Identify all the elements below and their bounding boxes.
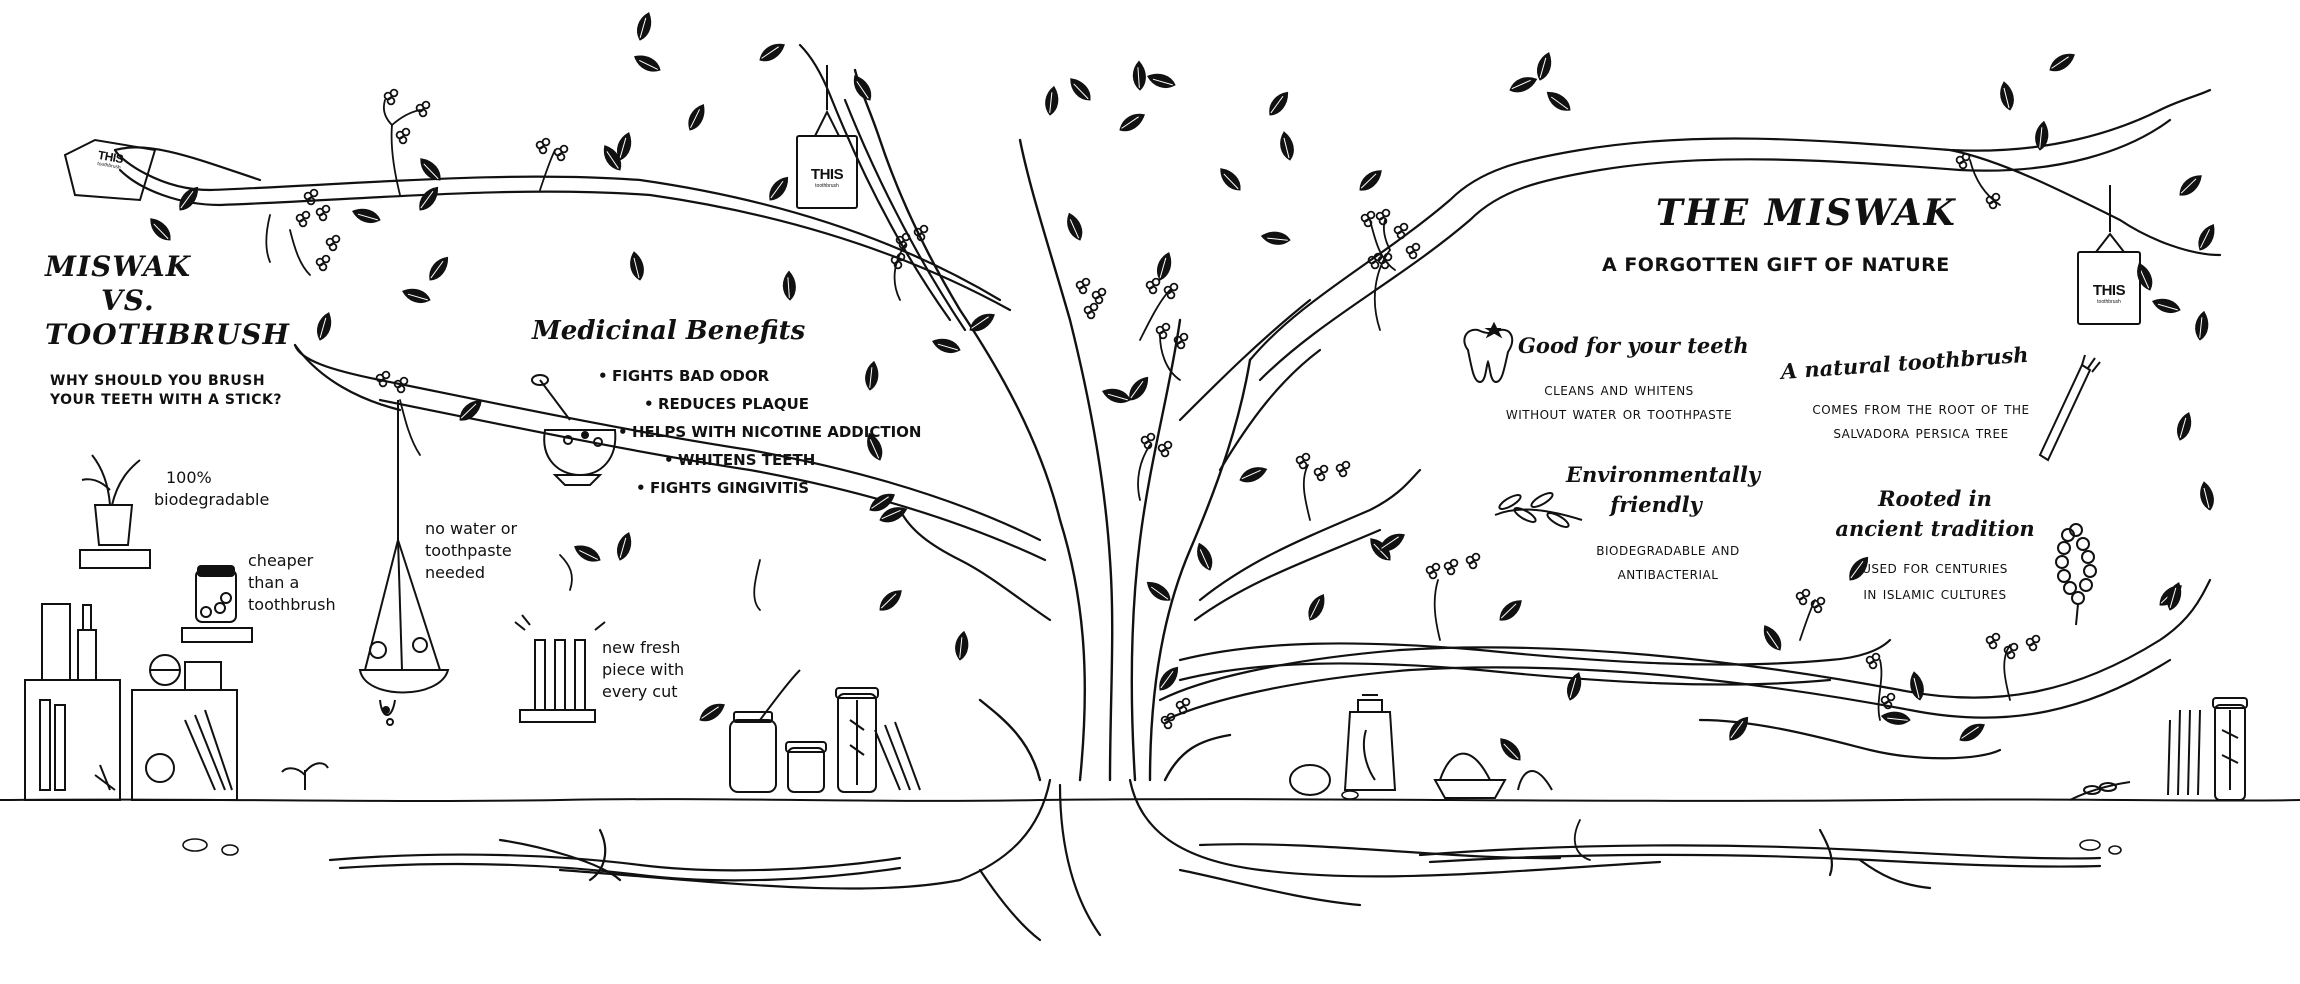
fact-fresh-piece-line-2: piece with xyxy=(602,660,685,679)
medicinal-title: Medicinal Benefits xyxy=(532,316,806,346)
fact-no-water-line-3: needed xyxy=(425,563,485,582)
jars-center-icon xyxy=(729,669,921,793)
fact-fresh-piece: new fresh piece with every cut xyxy=(602,637,684,703)
feature-body-tradition-line-1: used for centuries xyxy=(1862,558,2008,578)
medicinal-item: FIGHTS GINGIVITIS xyxy=(636,474,921,502)
left-title: MISWAK VS. TOOTHBRUSH xyxy=(45,250,290,352)
feature-body-tradition: used for centuries in islamic cultures xyxy=(1850,555,2020,607)
fact-no-water-line-1: no water or xyxy=(425,519,518,538)
fact-no-water-line-2: toothpaste xyxy=(425,541,512,560)
left-subtitle-line-1: WHY SHOULD YOU BRUSH xyxy=(50,373,266,389)
fact-cheaper-line-1: cheaper xyxy=(248,551,314,570)
shelf-cabinets-icon xyxy=(24,603,238,801)
jar-icon xyxy=(181,565,253,643)
feature-body-tradition-line-2: in islamic cultures xyxy=(1863,584,2007,604)
fact-fresh-piece-line-3: every cut xyxy=(602,682,678,701)
feature-body-eco: biodegradable and antibacterial xyxy=(1568,538,1768,586)
feature-body-toothbrush: comes from the root of the salvadora per… xyxy=(1796,397,2046,445)
tag-icon-center xyxy=(796,65,858,209)
medicinal-item: HELPS WITH NICOTINE ADDICTION xyxy=(618,418,921,446)
tag-center-label: THIS xyxy=(810,166,844,183)
hanging-planter-icon xyxy=(358,400,450,726)
miswak-sticks-icon xyxy=(514,614,606,723)
fact-no-water: no water or toothpaste needed xyxy=(425,518,517,584)
pebbles xyxy=(182,790,2122,856)
feature-title-eco-line-1: Environmentally xyxy=(1565,462,1761,487)
tag-right: THIS toothbrush xyxy=(2078,282,2140,306)
tooth-icon xyxy=(1463,321,1514,384)
tag-icon-left xyxy=(63,138,157,202)
left-title-line-3: TOOTHBRUSH xyxy=(45,318,290,351)
potted-plant-icon xyxy=(79,454,151,569)
tag-right-label: THIS xyxy=(2092,282,2126,299)
feature-body-eco-line-1: biodegradable and xyxy=(1596,540,1740,560)
feature-body-teeth-line-2: without water or toothpaste xyxy=(1505,404,1733,424)
left-subtitle: WHY SHOULD YOU BRUSH YOUR TEETH WITH A S… xyxy=(50,372,282,410)
feature-body-toothbrush-line-1: comes from the root of the xyxy=(1812,399,2030,419)
seedling-icon xyxy=(281,762,329,790)
leaf-sprig-icon xyxy=(1494,492,1583,528)
tree-leaves xyxy=(147,10,2222,766)
far-right-jars-icon xyxy=(2069,697,2248,801)
feature-title-eco: Environmentally friendly xyxy=(1548,460,1778,520)
tag-icon-right xyxy=(2077,185,2141,325)
feature-title-tradition-line-1: Rooted in xyxy=(1878,486,1992,511)
miswak-stick-icon xyxy=(2038,354,2101,462)
medicinal-item: REDUCES PLAQUE xyxy=(644,390,921,418)
fact-cheaper-line-2: than a xyxy=(248,573,300,592)
right-subtitle: A FORGOTTEN GIFT OF NATURE xyxy=(1602,254,1950,276)
fact-biodegradable-line-1: 100% xyxy=(166,468,212,487)
medicinal-item: FIGHTS BAD ODOR xyxy=(598,362,921,390)
mortar-pestle-icon xyxy=(531,374,617,486)
tag-right-sub: toothbrush xyxy=(2097,298,2121,305)
left-title-line-1: MISWAK xyxy=(45,250,192,283)
fact-biodegradable: 100% biodegradable xyxy=(154,467,269,511)
feature-title-eco-line-2: friendly xyxy=(1610,492,1702,517)
left-subtitle-line-2: YOUR TEETH WITH A STICK? xyxy=(50,392,282,408)
fact-cheaper: cheaper than a toothbrush xyxy=(248,550,336,616)
feature-body-toothbrush-line-2: salvadora persica tree xyxy=(1833,423,2009,443)
tree-roots xyxy=(328,778,2102,942)
feature-body-eco-line-2: antibacterial xyxy=(1617,564,1719,584)
feature-body-teeth-line-1: cleans and whitens xyxy=(1544,380,1694,400)
medicinal-list: FIGHTS BAD ODOR REDUCES PLAQUE HELPS WIT… xyxy=(598,362,921,502)
tag-center: THIS toothbrush xyxy=(797,166,857,190)
feature-title-tradition-line-2: ancient tradition xyxy=(1835,516,2035,541)
fact-biodegradable-line-2: biodegradable xyxy=(154,490,270,509)
right-title: THE MISWAK xyxy=(1656,192,1957,234)
fact-fresh-piece-line-1: new fresh xyxy=(602,638,681,657)
left-title-line-2: VS. xyxy=(101,284,155,317)
medicinal-item: WHITENS TEETH xyxy=(664,446,921,474)
tag-center-sub: toothbrush xyxy=(815,182,839,189)
ground-line xyxy=(0,798,2300,802)
prayer-beads-icon xyxy=(2055,523,2097,626)
lemon-oil-spices-icon xyxy=(1289,694,1553,799)
feature-title-tradition: Rooted in ancient tradition xyxy=(1820,484,2050,544)
feature-body-teeth: cleans and whitens without water or toot… xyxy=(1494,378,1744,426)
fact-cheaper-line-3: toothbrush xyxy=(248,595,336,614)
tree-trunk xyxy=(853,68,1252,782)
flower-buds xyxy=(295,88,2041,730)
feature-title-teeth: Good for your teeth xyxy=(1518,333,1749,358)
